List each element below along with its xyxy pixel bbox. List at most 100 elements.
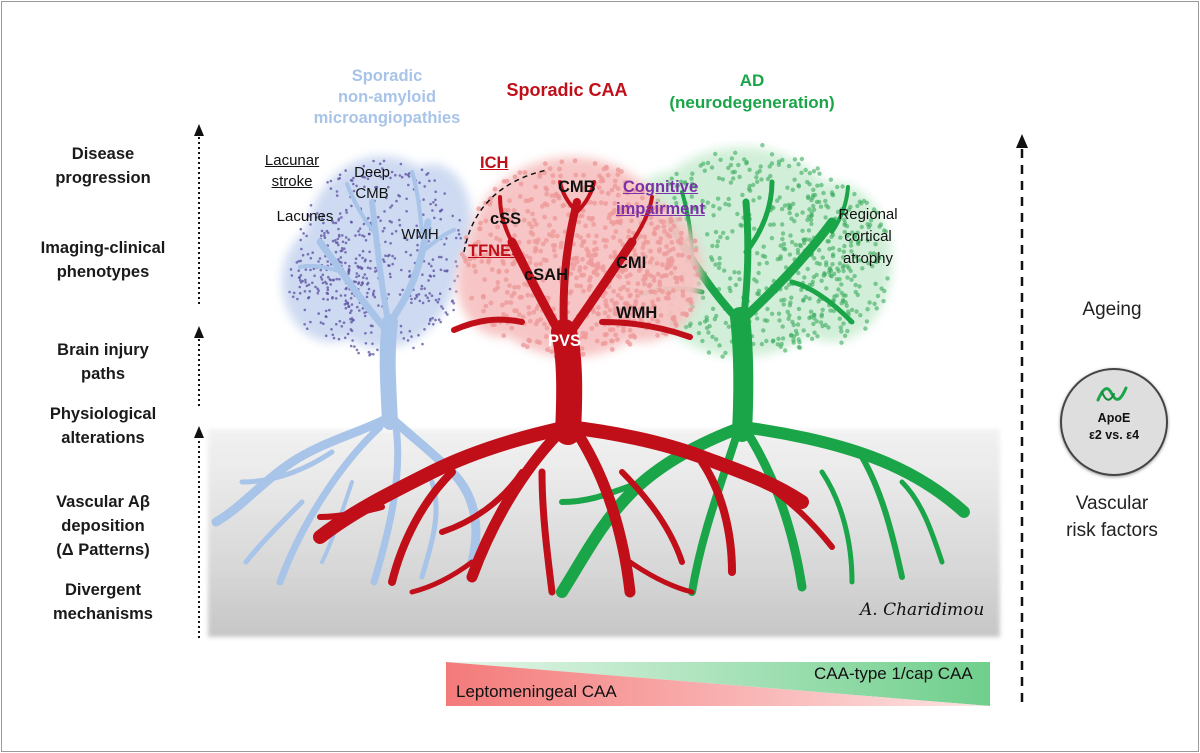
foliage-dot — [339, 256, 343, 259]
foliage-dot — [300, 247, 303, 251]
foliage-dot — [702, 168, 707, 173]
foliage-dot — [696, 330, 702, 336]
foliage-dot — [308, 290, 312, 293]
foliage-dot — [323, 231, 326, 235]
foliage-dot — [814, 260, 820, 266]
foliage-dot — [463, 258, 468, 264]
foliage-dot — [530, 211, 535, 217]
foliage-dot — [361, 256, 364, 260]
foliage-dot — [679, 252, 685, 258]
foliage-dot — [455, 290, 458, 293]
foliage-dot — [344, 306, 348, 310]
foliage-dot — [606, 314, 611, 320]
foliage-dot — [797, 315, 802, 321]
foliage-dot — [666, 257, 671, 263]
foliage-dot — [326, 286, 330, 289]
foliage-dot — [690, 184, 695, 189]
foliage-dot — [678, 236, 684, 242]
foliage-dot — [295, 261, 299, 264]
foliage-dot — [357, 266, 361, 269]
foliage-dot — [581, 172, 586, 178]
foliage-dot — [755, 179, 760, 184]
foliage-dot — [808, 217, 814, 222]
foliage-dot — [848, 239, 854, 244]
foliage-dot — [717, 256, 722, 261]
foliage-dot — [381, 229, 385, 233]
foliage-dot — [672, 195, 677, 201]
foliage-dot — [400, 268, 403, 272]
foliage-dot — [845, 264, 850, 269]
foliage-dot — [527, 260, 533, 265]
header-ad-line2: (neurodegeneration) — [669, 93, 835, 112]
foliage-dot — [615, 337, 620, 342]
foliage-dot — [783, 265, 789, 270]
foliage-dot — [350, 329, 354, 333]
foliage-dot — [592, 161, 598, 166]
foliage-dot — [767, 164, 772, 169]
foliage-dot — [662, 228, 667, 234]
foliage-dot — [690, 171, 695, 176]
foliage-dot — [592, 200, 598, 206]
foliage-dot — [347, 305, 351, 308]
foliage-dot — [538, 248, 544, 254]
foliage-dot — [679, 277, 685, 283]
foliage-dot — [581, 239, 587, 244]
foliage-dot — [882, 228, 887, 233]
label-csah: cSAH — [524, 266, 569, 284]
foliage-dot — [706, 330, 711, 335]
foliage-dot — [669, 176, 674, 181]
foliage-dot — [511, 261, 517, 267]
foliage-dot — [354, 261, 357, 265]
foliage-dot — [781, 302, 786, 307]
foliage-dot — [658, 313, 664, 318]
foliage-dot — [349, 344, 353, 348]
foliage-dot — [320, 217, 324, 221]
foliage-dot — [383, 226, 386, 230]
foliage-dot — [372, 159, 375, 163]
foliage-dot — [492, 186, 498, 192]
label-ageing: Ageing — [1082, 299, 1142, 320]
foliage-dot — [842, 243, 847, 249]
foliage-dot — [527, 221, 532, 227]
foliage-dot — [604, 164, 609, 170]
foliage-dot — [771, 222, 776, 227]
foliage-dot — [769, 152, 775, 157]
foliage-dot — [632, 188, 638, 194]
foliage-dot — [588, 199, 593, 205]
foliage-dot — [754, 175, 759, 180]
label-ich: ICH — [480, 154, 509, 172]
foliage-dot — [315, 216, 318, 219]
foliage-dot — [325, 315, 328, 319]
foliage-dot — [549, 193, 555, 199]
nonamyloid-foliage — [282, 156, 472, 348]
foliage-dot — [874, 259, 879, 264]
foliage-dot — [667, 248, 673, 253]
foliage-dot — [815, 183, 820, 188]
foliage-dot — [632, 334, 638, 340]
foliage-dot — [305, 284, 309, 288]
foliage-dot — [358, 253, 362, 257]
foliage-dot — [334, 239, 337, 242]
foliage-dot — [715, 239, 721, 244]
foliage-dot — [335, 289, 338, 293]
foliage-dot — [729, 156, 735, 161]
foliage-dot — [607, 307, 613, 313]
foliage-dot — [379, 219, 382, 222]
foliage-dot — [445, 237, 448, 240]
foliage-dot — [710, 306, 716, 311]
foliage-dot — [783, 348, 788, 353]
foliage-dot — [323, 236, 327, 239]
foliage-dot — [512, 308, 517, 314]
foliage-dot — [586, 287, 592, 292]
foliage-dot — [791, 334, 797, 339]
foliage-dot — [594, 338, 600, 344]
label-lacunes: Lacunes — [276, 208, 334, 225]
foliage-dot — [313, 274, 316, 278]
foliage-dot — [360, 267, 363, 271]
foliage-dot — [421, 273, 424, 277]
foliage-dot — [344, 261, 347, 265]
foliage-dot — [388, 264, 391, 268]
foliage-dot — [759, 177, 764, 182]
foliage-dot — [811, 312, 817, 318]
label-line: Lacunar — [264, 152, 320, 169]
